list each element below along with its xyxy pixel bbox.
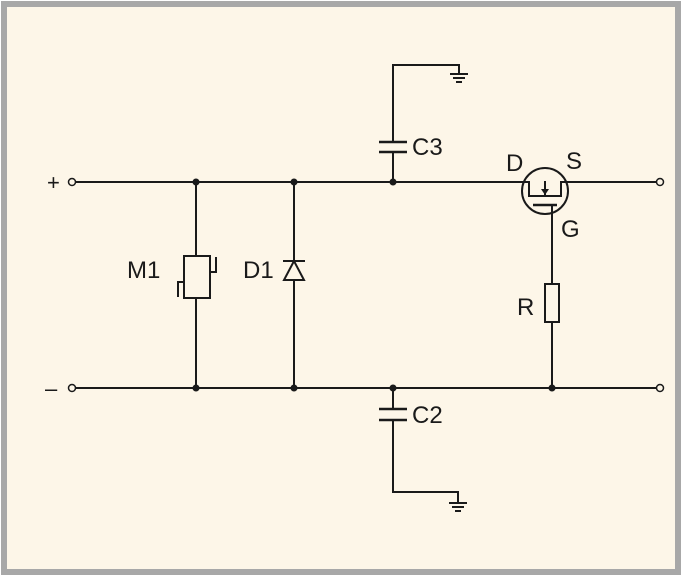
junction-dot (548, 384, 556, 392)
r-resistor-body (544, 283, 560, 323)
mosfet-symbol (521, 167, 570, 215)
terminal-plus-out (655, 177, 665, 187)
m1-label: M1 (127, 257, 160, 284)
mosfet-gate-label: G (561, 216, 580, 243)
terminal-plus-in (67, 177, 77, 187)
junction-dot (290, 178, 298, 186)
junction-dot (389, 384, 397, 392)
terminal-minus-out (655, 383, 665, 393)
plus-label: + (47, 170, 60, 195)
m1-varistor-body (183, 255, 211, 299)
mosfet-source-label: S (566, 148, 582, 175)
ground-icon (450, 73, 468, 83)
minus-label: – (45, 376, 58, 401)
junction-dot (290, 384, 298, 392)
terminal-minus-in (67, 383, 77, 393)
r-label: R (517, 294, 534, 321)
junction-dot (192, 384, 200, 392)
d1-diode-triangle (282, 258, 306, 281)
ground-icon (449, 502, 467, 512)
junction-dot (192, 178, 200, 186)
m1-varistor-mark (177, 257, 217, 297)
c3-label: C3 (412, 134, 443, 161)
mosfet-drain-label: D (506, 150, 523, 177)
c2-label: C2 (412, 402, 443, 429)
junction-dot (389, 178, 397, 186)
d1-label: D1 (243, 257, 274, 284)
